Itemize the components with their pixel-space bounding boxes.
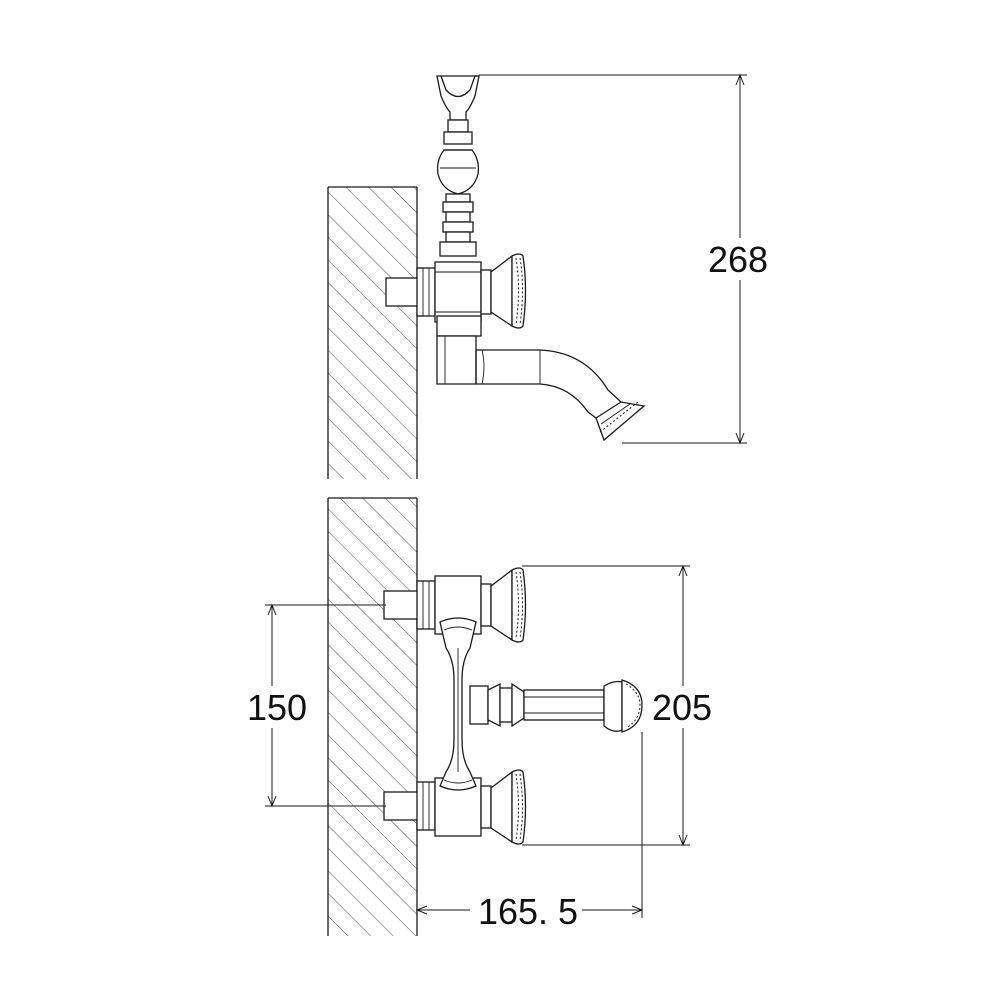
dimension-165-5: 165. 5 [415,732,644,932]
valve-body-top [385,254,513,328]
dimension-150: 150 [242,603,386,808]
wall-section-bottom [327,497,418,936]
shower-holder-bracket [436,75,480,257]
dimension-label-268: 268 [708,239,768,280]
handle-knob-top [511,253,527,329]
mixer-crossbar [439,617,477,791]
wall-section-top [327,186,418,479]
dimension-label-150: 150 [247,687,307,728]
dimension-268: 268 [479,73,776,445]
dimension-label-205: 205 [652,687,712,728]
dimension-205: 205 [522,564,718,847]
diverter-outlet [469,679,643,733]
bath-spout [436,315,646,442]
dimension-label-165-5: 165. 5 [478,891,578,932]
